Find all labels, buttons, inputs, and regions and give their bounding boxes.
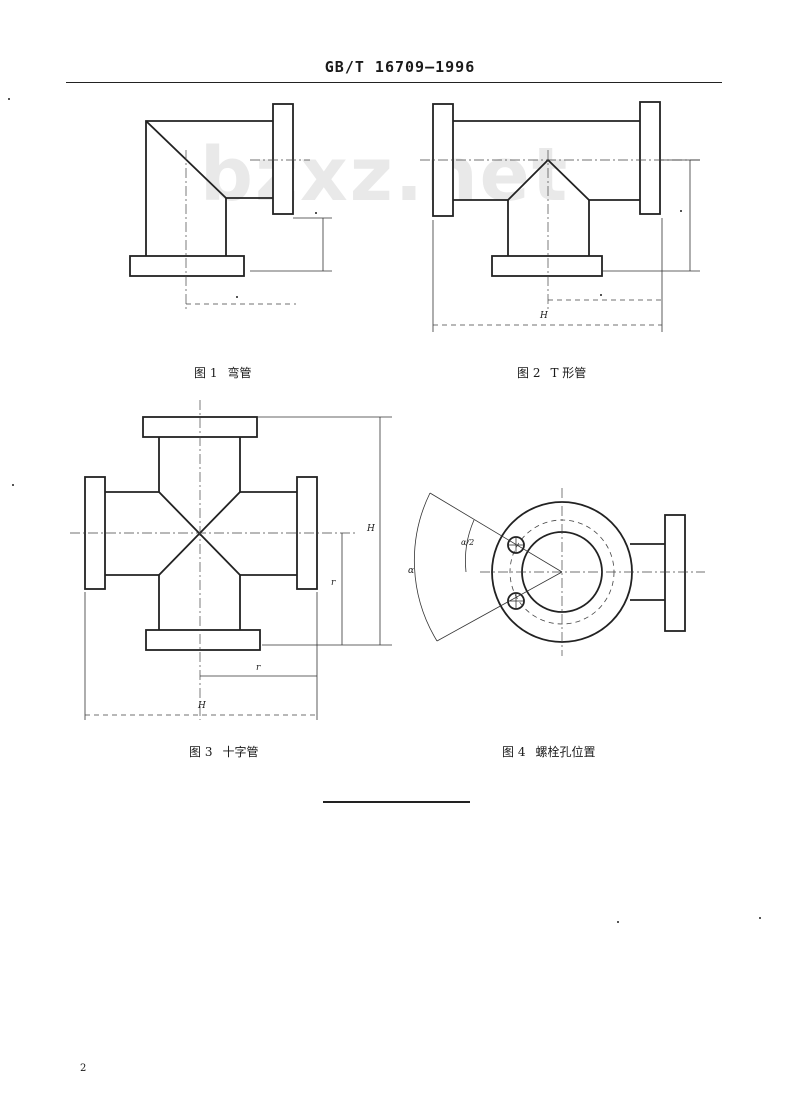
standard-number: GB/T 16709—1996 <box>324 58 476 76</box>
watermark: bzxz.net <box>200 132 570 218</box>
figure-1-number: 图 1 <box>194 366 218 380</box>
fig3-wall-bottom-left <box>105 574 160 630</box>
figure-1-elbow-drawing <box>129 103 332 312</box>
figure-4-bolt-hole-drawing <box>413 488 705 656</box>
fig1-bottom-flange <box>129 255 245 277</box>
fig4-angle-arc-outer <box>413 492 438 642</box>
end-of-document-rule <box>323 801 470 803</box>
fig4-side-flange <box>664 514 686 632</box>
figure-1-caption: 图 1 弯管 <box>194 364 251 381</box>
fig3-wall-bottom-right <box>239 574 297 630</box>
header-rule <box>66 82 722 83</box>
fig4-dim-label-half-angle: α/2 <box>461 538 475 547</box>
fig3-dim-label-half-width: r <box>256 663 261 673</box>
fig4-angle-arc-half <box>465 519 475 573</box>
figure-3-title: 十字管 <box>222 745 259 759</box>
fig4-dim-label-angle: α <box>408 566 415 576</box>
figure-3-number: 图 3 <box>189 745 213 759</box>
fig1-outer-wall <box>145 120 273 256</box>
figure-2-tee-drawing <box>420 101 700 332</box>
fig4-angle-ray-upper <box>429 492 563 573</box>
fig2-dim-label-overall: H <box>540 311 548 321</box>
figure-3-caption: 图 3 十字管 <box>189 743 258 760</box>
fig3-dim-label-height: H <box>367 524 375 534</box>
figure-4-number: 图 4 <box>502 745 526 759</box>
fig2-bottom-flange <box>491 255 603 277</box>
figure-4-title: 螺栓孔位置 <box>535 745 596 759</box>
fig1-side-flange <box>272 103 294 215</box>
figure-2-caption: 图 2 T 形管 <box>517 364 586 381</box>
fig2-right-flange <box>639 101 661 215</box>
fig3-wall-top-right <box>239 437 297 493</box>
fig1-inner-wall <box>225 197 273 256</box>
fig3-dim-label-width: H <box>198 701 206 711</box>
fig4-angle-ray-lower <box>436 571 563 642</box>
fig3-dim-label-half-height: r <box>331 578 336 588</box>
fig3-miter-diagonal-2 <box>158 491 241 576</box>
figure-4-caption: 图 4 螺栓孔位置 <box>502 743 595 760</box>
figure-3-cross-drawing <box>70 400 392 720</box>
figure-1-title: 弯管 <box>227 366 252 380</box>
fig2-branch-miter <box>507 158 590 201</box>
fig3-wall-top-left <box>105 437 160 493</box>
figure-2-number: 图 2 <box>517 366 541 380</box>
fig3-bottom-flange <box>145 629 261 651</box>
figure-2-title: T 形管 <box>550 366 587 380</box>
page-number: 2 <box>80 1063 87 1074</box>
fig2-lower-right-wall <box>588 199 640 256</box>
fig2-lower-left-wall <box>453 199 509 256</box>
